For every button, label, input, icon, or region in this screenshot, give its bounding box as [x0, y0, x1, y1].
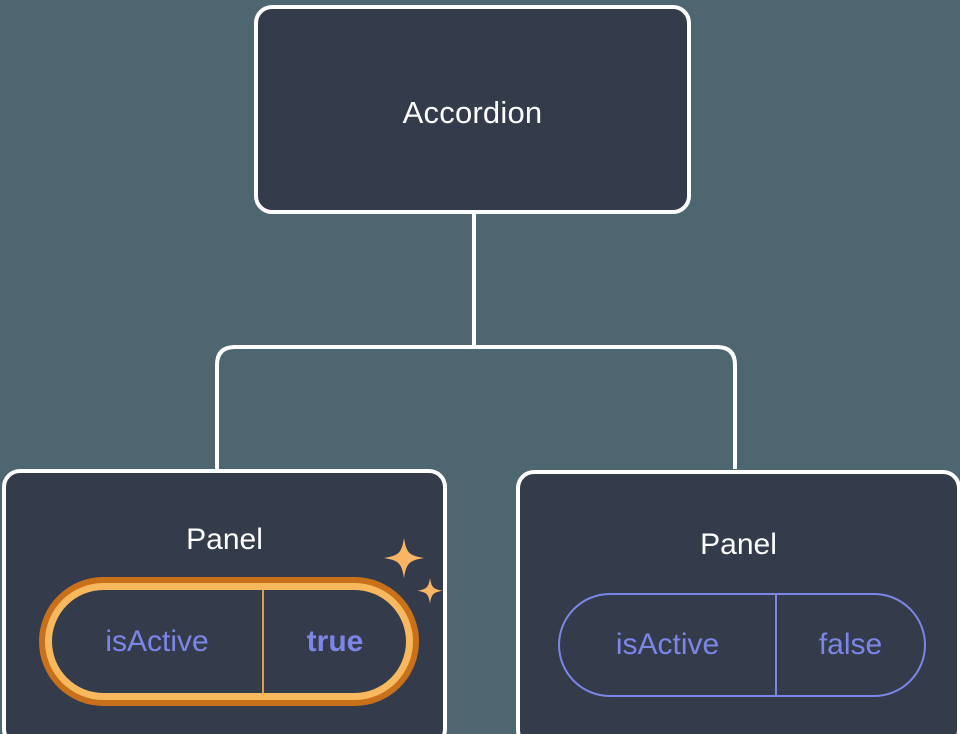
connector-branch-bus [215, 345, 737, 469]
prop-key-isactive-true: isActive [52, 590, 264, 693]
prop-pill-active[interactable]: isActive true [39, 577, 419, 706]
prop-pill-body: isActive true [52, 590, 406, 693]
prop-value-true: true [306, 624, 364, 658]
node-title-panel-inactive: Panel [700, 528, 777, 561]
tree-node-panel-inactive[interactable]: Panel isActive false [516, 470, 960, 734]
prop-value-false: false [818, 628, 883, 661]
prop-key-isactive-false: isActive [560, 595, 777, 695]
tree-node-panel-active[interactable]: Panel isActive true [2, 469, 447, 734]
tree-node-accordion[interactable]: Accordion [254, 5, 691, 214]
node-title-panel-active: Panel [186, 523, 263, 556]
prop-pill-inactive[interactable]: isActive false [558, 593, 926, 697]
node-title-accordion: Accordion [402, 95, 543, 130]
